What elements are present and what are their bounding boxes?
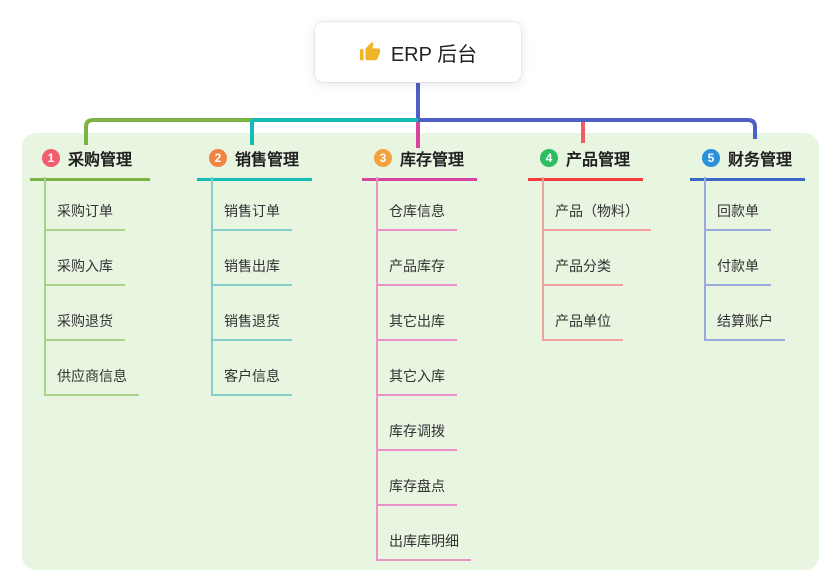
node-other-outbound[interactable]: 其它出库 [376,311,457,341]
node-stock-transfer[interactable]: 库存调拨 [376,421,457,451]
branch-child-connector [704,177,706,339]
branch-title: 采购管理 [68,152,133,169]
node-product-unit[interactable]: 产品单位 [542,311,623,341]
branch-product: 4 产品管理 产品（物料） 产品分类 产品单位 [528,146,651,341]
node-outbound-detail[interactable]: 出库库明细 [376,531,471,561]
branch-number-badge: 2 [209,149,227,167]
node-purchase-return[interactable]: 采购退货 [44,311,125,341]
node-sales-outbound[interactable]: 销售出库 [211,256,292,286]
branch-title: 库存管理 [400,152,465,169]
thumbs-up-icon [359,41,381,63]
branch-header-finance[interactable]: 5 财务管理 [690,146,805,181]
node-purchase-order[interactable]: 采购订单 [44,201,125,231]
root-title: ERP 后台 [390,43,478,66]
branch-finance: 5 财务管理 回款单 付款单 结算账户 [690,146,805,341]
node-warehouse-info[interactable]: 仓库信息 [376,201,457,231]
branch-inventory: 3 库存管理 仓库信息 产品库存 其它出库 其它入库 库存调拨 库存盘点 出库库… [362,146,477,561]
branch-child-connector [542,177,544,339]
node-product-category[interactable]: 产品分类 [542,256,623,286]
branch-header-sales[interactable]: 2 销售管理 [197,146,312,181]
node-sales-return[interactable]: 销售退货 [211,311,292,341]
branch-header-product[interactable]: 4 产品管理 [528,146,643,181]
branch-title: 财务管理 [728,152,793,169]
branch-number-badge: 5 [702,149,720,167]
branch-title: 产品管理 [566,152,631,169]
node-product-material[interactable]: 产品（物料） [542,201,651,231]
node-supplier-info[interactable]: 供应商信息 [44,366,139,396]
node-other-inbound[interactable]: 其它入库 [376,366,457,396]
node-stock-check[interactable]: 库存盘点 [376,476,457,506]
branch-number-badge: 3 [374,149,392,167]
branch-header-purchase[interactable]: 1 采购管理 [30,146,150,181]
node-customer-info[interactable]: 客户信息 [211,366,292,396]
branch-sales: 2 销售管理 销售订单 销售出库 销售退货 客户信息 [197,146,312,396]
node-product-stock[interactable]: 产品库存 [376,256,457,286]
branch-number-badge: 1 [42,149,60,167]
branch-title: 销售管理 [235,152,300,169]
node-purchase-inbound[interactable]: 采购入库 [44,256,125,286]
root-node[interactable]: ERP 后台 [315,22,521,82]
branches-panel [22,133,819,570]
branch-number-badge: 4 [540,149,558,167]
branch-child-connector [376,177,378,559]
node-settlement-account[interactable]: 结算账户 [704,311,785,341]
node-payment-doc[interactable]: 付款单 [704,256,771,286]
branch-header-inventory[interactable]: 3 库存管理 [362,146,477,181]
branch-purchase: 1 采购管理 采购订单 采购入库 采购退货 供应商信息 [30,146,150,396]
node-sales-order[interactable]: 销售订单 [211,201,292,231]
node-receipt-doc[interactable]: 回款单 [704,201,771,231]
